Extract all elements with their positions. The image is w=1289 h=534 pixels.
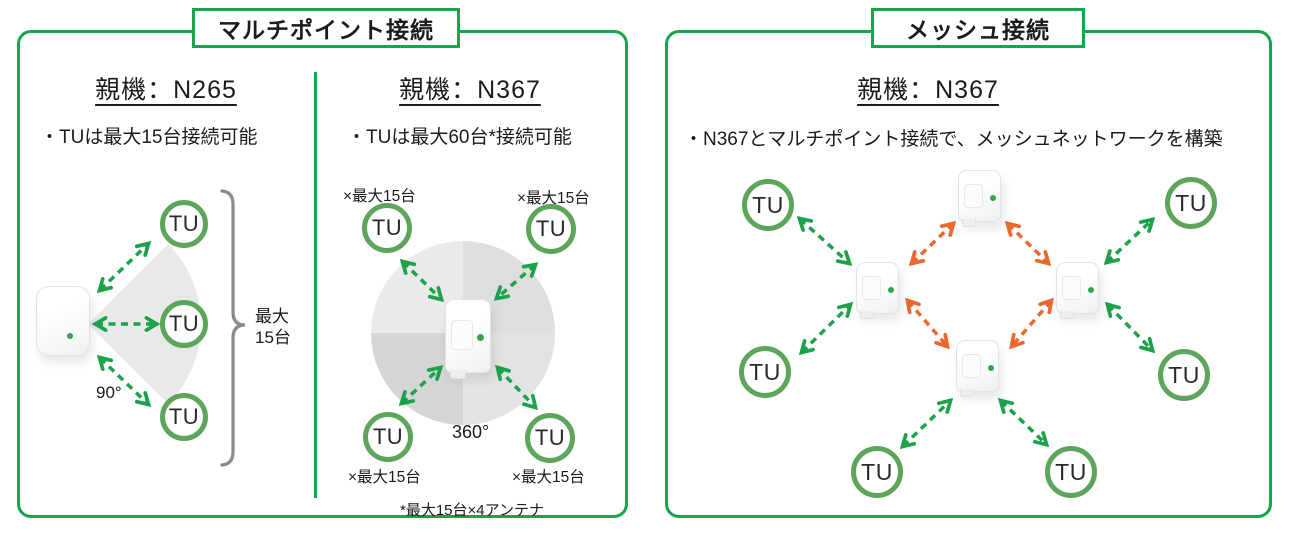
tu-node: TU bbox=[851, 446, 903, 498]
max-units-brace bbox=[220, 189, 246, 467]
status-led bbox=[67, 333, 74, 340]
tu-node: TU bbox=[160, 300, 208, 348]
device-front-panel bbox=[1062, 276, 1081, 300]
n367-heading: 親機：N367 bbox=[399, 76, 541, 104]
device-front-panel bbox=[962, 354, 981, 378]
antenna-capacity-label: ×最大15台 bbox=[348, 469, 421, 486]
antenna-footnote: *最大15台×4アンテナ bbox=[399, 502, 545, 519]
link-arrow-green bbox=[100, 358, 148, 404]
link-arrow-green bbox=[100, 244, 148, 290]
status-led bbox=[988, 365, 994, 371]
n367-mesh-device bbox=[956, 340, 999, 397]
tu-node: TU bbox=[160, 393, 208, 441]
tu-node: TU bbox=[742, 179, 794, 231]
tu-node: TU bbox=[739, 346, 791, 398]
mesh-title: メッシュ接続 bbox=[871, 8, 1085, 48]
link-arrow-orange bbox=[1008, 224, 1048, 263]
mesh-bullet: ・N367とマルチポイント接続で、メッシュネットワークを構築 bbox=[684, 129, 1223, 150]
link-arrow-green bbox=[802, 305, 850, 352]
tu-node: TU bbox=[1158, 349, 1210, 401]
n367-mesh-device bbox=[958, 170, 1001, 227]
tu-node: TU bbox=[362, 203, 412, 253]
link-arrow-green bbox=[1001, 401, 1046, 444]
tu-node: TU bbox=[363, 412, 413, 462]
n367-mesh-device bbox=[1056, 262, 1099, 319]
link-arrow-green bbox=[800, 219, 849, 263]
max-units-label: 最大 15台 bbox=[255, 306, 291, 348]
n367-device bbox=[445, 299, 491, 379]
link-arrow-green bbox=[903, 401, 950, 446]
device-foot bbox=[450, 370, 466, 379]
tu-node: TU bbox=[160, 200, 208, 248]
link-arrow-green bbox=[402, 368, 440, 403]
n265-heading: 親機：N265 bbox=[95, 76, 237, 104]
device-front-panel bbox=[451, 320, 473, 350]
n265-device bbox=[36, 286, 90, 356]
coverage-angle-label: 360° bbox=[452, 422, 490, 442]
tu-node: TU bbox=[1165, 177, 1217, 229]
device-front-panel bbox=[862, 276, 881, 300]
device-foot bbox=[962, 219, 976, 227]
link-arrow-orange bbox=[908, 301, 947, 346]
device-foot bbox=[1060, 311, 1074, 319]
status-led bbox=[990, 195, 996, 201]
max-units-label-line1: 最大 bbox=[255, 307, 289, 326]
tu-node: TU bbox=[525, 413, 575, 463]
n367-mesh-device bbox=[856, 262, 899, 319]
status-led bbox=[1088, 287, 1094, 293]
max-units-label-line2: 15台 bbox=[255, 328, 291, 347]
link-arrow-green bbox=[1107, 220, 1152, 262]
link-arrow-green bbox=[498, 368, 535, 407]
tu-node: TU bbox=[526, 204, 576, 254]
tu-node: TU bbox=[1045, 446, 1097, 498]
fan-angle-label: 90° bbox=[96, 383, 122, 402]
status-led bbox=[477, 334, 484, 341]
link-arrow-green bbox=[1108, 305, 1152, 350]
antenna-capacity-label: ×最大15台 bbox=[512, 469, 585, 486]
device-foot bbox=[960, 389, 974, 397]
n367-bullet: ・TUは最大60台*接続可能 bbox=[347, 127, 572, 148]
antenna-capacity-label: ×最大15台 bbox=[343, 188, 416, 205]
link-arrow-orange bbox=[912, 224, 953, 263]
link-arrow-orange bbox=[1012, 301, 1051, 346]
device-foot bbox=[860, 311, 874, 319]
multipoint-title: マルチポイント接続 bbox=[192, 8, 460, 48]
antenna-capacity-label: ×最大15台 bbox=[517, 190, 590, 207]
n265-bullet: ・TUは最大15台接続可能 bbox=[40, 127, 258, 148]
link-arrow-green bbox=[497, 265, 535, 298]
link-arrow-green bbox=[403, 262, 441, 299]
mesh-n367-heading: 親機：N367 bbox=[857, 76, 999, 104]
device-front-panel bbox=[964, 184, 983, 208]
column-divider bbox=[314, 72, 317, 498]
status-led bbox=[888, 287, 894, 293]
